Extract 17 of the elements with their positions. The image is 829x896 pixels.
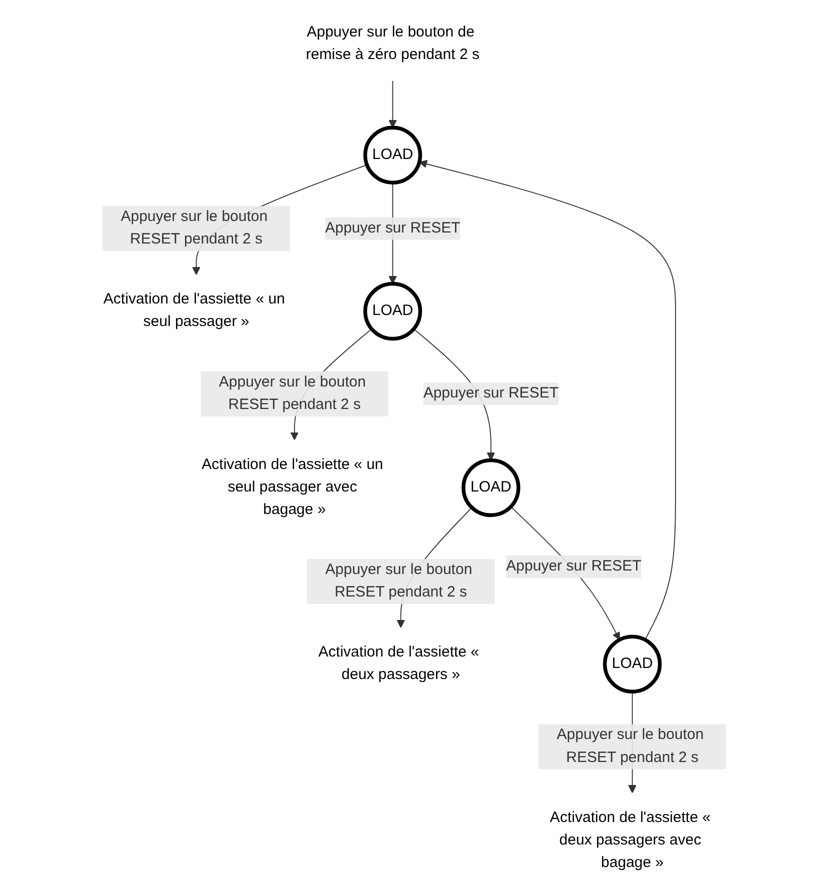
node-text: Activation de l'assiette « deux passagers avec bagage » bbox=[550, 810, 711, 871]
edge-label: Appuyer sur le bouton RESET pendant 2 s bbox=[556, 727, 704, 766]
node-text: Activation de l'assiette « un seul passager avec bagage » bbox=[202, 456, 384, 518]
node-text: Activation de l'assiette « un seul passager » bbox=[104, 292, 286, 330]
edge-label: Appuyer sur RESET bbox=[506, 558, 642, 574]
edge-label: Appuyer sur le bouton RESET pendant 2 s bbox=[219, 374, 366, 413]
node-circle: LOAD bbox=[364, 282, 422, 341]
node-text: Appuyer sur le bouton de remise à zéro pendant 2 s bbox=[306, 24, 480, 63]
arrow bbox=[388, 80, 398, 128]
node-circle: LOAD bbox=[462, 458, 520, 518]
edge-label: Appuyer sur le bouton RESET pendant 2 s bbox=[325, 562, 472, 600]
node-circle: LOAD bbox=[364, 126, 422, 185]
edge-label: Appuyer sur RESET bbox=[424, 385, 559, 402]
edge-label: Appuyer sur le bouton RESET pendant 2 s bbox=[120, 208, 268, 248]
node-text: Activation de l'assiette « deux passagers » bbox=[318, 644, 480, 683]
edge-label: Appuyer sur RESET bbox=[325, 220, 461, 236]
node-circle: LOAD bbox=[603, 634, 662, 694]
